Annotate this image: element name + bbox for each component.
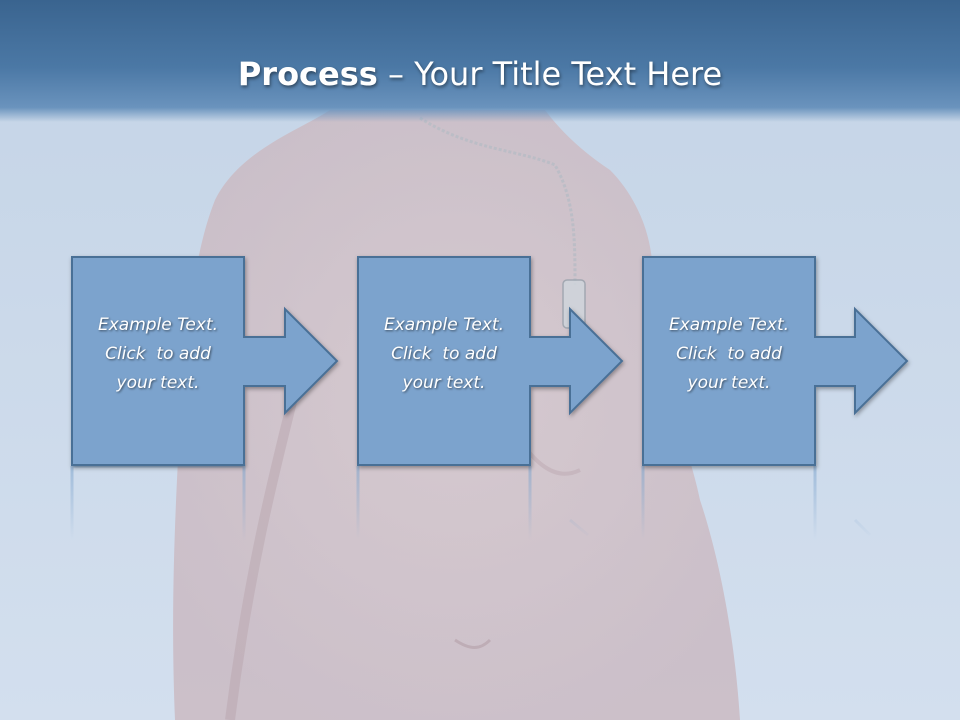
step-1-reflection	[70, 464, 246, 540]
step-1-line-2: Click to add	[105, 344, 211, 364]
step-3-line-2: Click to add	[676, 344, 782, 364]
step-1-line-1: Example Text.	[97, 315, 219, 335]
step-2-line-3: your text.	[402, 373, 486, 393]
slide-title[interactable]: Process – Your Title Text Here	[0, 52, 960, 96]
process-step-3[interactable]	[641, 256, 909, 540]
step-2-text[interactable]: Example Text. Click to add your text.	[358, 311, 530, 398]
step-1-line-3: your text.	[116, 373, 200, 393]
title-bar	[0, 0, 960, 122]
process-step-1[interactable]	[70, 256, 339, 540]
title-bold-part: Process	[237, 55, 378, 93]
step-2-arrow-box	[357, 256, 624, 466]
step-1-text[interactable]: Example Text. Click to add your text.	[72, 311, 244, 398]
step-1-arrow-box	[71, 256, 339, 466]
step-3-line-3: your text.	[687, 373, 771, 393]
step-2-line-2: Click to add	[391, 344, 497, 364]
title-rest: Your Title Text Here	[414, 55, 723, 93]
step-3-line-1: Example Text.	[668, 315, 790, 335]
process-step-2[interactable]	[356, 256, 624, 540]
step-3-text[interactable]: Example Text. Click to add your text.	[643, 311, 815, 398]
title-dash: –	[377, 55, 415, 93]
step-3-arrow-box	[642, 256, 909, 466]
step-2-reflection	[356, 466, 589, 540]
step-3-reflection	[641, 466, 872, 540]
step-2-line-1: Example Text.	[383, 315, 505, 335]
